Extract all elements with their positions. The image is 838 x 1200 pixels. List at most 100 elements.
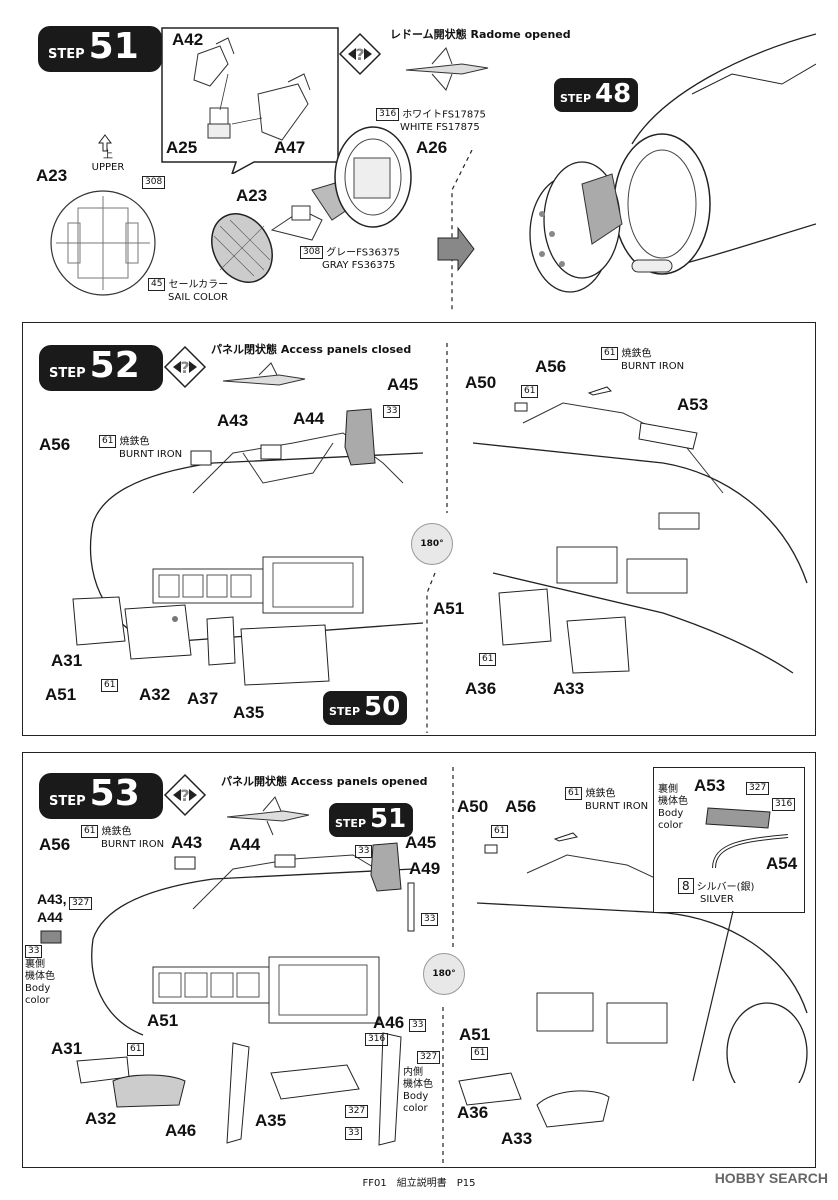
label-a35: A35 [255, 1111, 287, 1130]
panel-a43-a44-drawing [40, 930, 62, 944]
label-a31: A31 [51, 1039, 83, 1058]
gun-panel-a45-drawing [344, 408, 376, 466]
page-footer: FF01 組立説明書 P15 [362, 1178, 476, 1189]
step51-badge: STEP 51 [38, 26, 162, 72]
label-a26: A26 [416, 138, 448, 157]
fuselage-left-drawing [89, 432, 423, 644]
color-61-badge: 61 [491, 825, 509, 838]
label-a23: A23 [236, 186, 268, 205]
color-33-badge: 33 [421, 913, 439, 926]
svg-text:?: ? [180, 358, 189, 377]
label-a32: A32 [139, 685, 171, 704]
color-33-badge: 33 [409, 1019, 427, 1032]
label-a43: A43 [217, 411, 249, 430]
label-a46: A46 [165, 1121, 197, 1140]
color-61-badge: 61 [479, 653, 497, 666]
label-a23-top: A23 [36, 166, 68, 185]
label-a32: A32 [85, 1109, 117, 1128]
probe-a56-drawing [587, 386, 612, 396]
label-a33: A33 [501, 1129, 533, 1148]
panels-closed-note: パネル閉状態 Access panels closed [211, 343, 412, 356]
rotate-180-icon: 180° [411, 523, 453, 565]
label-a50: A50 [457, 797, 489, 816]
probe-a56-drawing [553, 832, 578, 842]
label-a42: A42 [172, 30, 204, 49]
next-arrow-icon [437, 226, 475, 272]
radome-opened-note: レドーム開状態 Radome opened [390, 28, 571, 41]
label-a36: A36 [457, 1103, 489, 1122]
label-a44: A44 [229, 835, 261, 854]
nose-assembly-drawing [529, 33, 816, 293]
color-327-badge: 327 [746, 782, 770, 795]
step52-badge: STEP 52 [39, 345, 163, 391]
small-aircraft-view [226, 796, 310, 836]
color-327-badge: 327 [345, 1105, 369, 1118]
color-316-badge: 316 [365, 1033, 389, 1046]
bulkhead-a26-drawing [334, 126, 412, 228]
strut-a46-right-drawing [378, 1032, 402, 1146]
step53-badge: STEP 53 [39, 773, 163, 819]
panel-a35-drawing [240, 624, 330, 686]
color-33-badge: 33 [383, 405, 401, 418]
svg-text:?: ? [180, 786, 189, 805]
color-61-badge: 61 [127, 1043, 145, 1056]
label-a45: A45 [405, 833, 437, 852]
step52-divider [426, 343, 448, 733]
panel-a37-drawing [206, 616, 236, 666]
step50-ref-badge: STEP 50 [323, 691, 407, 725]
color-308-badge: 308 [142, 176, 166, 189]
panel-a44-drawing [260, 444, 282, 460]
body-color-inside-note: 内側 機体色 Body color [403, 1067, 433, 1114]
panels-opened-note: パネル開状態 Access panels opened [221, 775, 428, 788]
small-aircraft-view [405, 47, 489, 91]
upper-label: 上 UPPER [91, 150, 125, 173]
view-diamond-icon: ? [338, 32, 382, 76]
label-a54: A54 [766, 854, 798, 873]
label-a53: A53 [694, 776, 726, 795]
color-61-badge: 61 [101, 679, 119, 692]
label-a37: A37 [187, 689, 219, 708]
label-a47: A47 [274, 138, 306, 157]
panel-a44-drawing [274, 854, 296, 868]
label-a25: A25 [166, 138, 198, 157]
panel-a53-drawing [638, 422, 698, 450]
color-61-badge: 61 [521, 385, 539, 398]
label-a33: A33 [553, 679, 585, 698]
fuselage-right-drawing [476, 854, 808, 1083]
panel-a33-drawing [566, 616, 630, 674]
gun-panel-a45-drawing [370, 842, 402, 892]
label-a51: A51 [45, 685, 77, 704]
view-diamond-icon: ? [163, 773, 207, 817]
panel-a43-drawing [174, 856, 196, 870]
label-a50: A50 [465, 373, 497, 392]
pipe-a54-drawing [712, 834, 789, 869]
radome-disc-drawing [50, 190, 156, 296]
label-a56: A56 [39, 835, 71, 854]
label-a51: A51 [147, 1011, 179, 1030]
fuselage-right-drawing [472, 402, 808, 674]
color-327-badge: 327 [69, 897, 93, 910]
color-33-badge: 33 [345, 1127, 363, 1140]
label-a51-right: A51 [433, 599, 465, 618]
step51-ref-badge: STEP 51 [329, 803, 413, 837]
panel-a32-drawing [124, 604, 192, 660]
panel-a31-drawing [72, 596, 126, 646]
step53-divider [442, 767, 454, 1167]
small-aircraft-view [222, 362, 306, 386]
radome-mesh-drawing [211, 213, 273, 283]
label-a51-right: A51 [459, 1025, 491, 1044]
label-a44: A44 [293, 409, 325, 428]
panel-a53-drawing [705, 807, 771, 829]
strut-a49-drawing [407, 882, 415, 932]
fuselage-left-drawing [91, 854, 413, 1036]
label-a49: A49 [409, 859, 441, 878]
